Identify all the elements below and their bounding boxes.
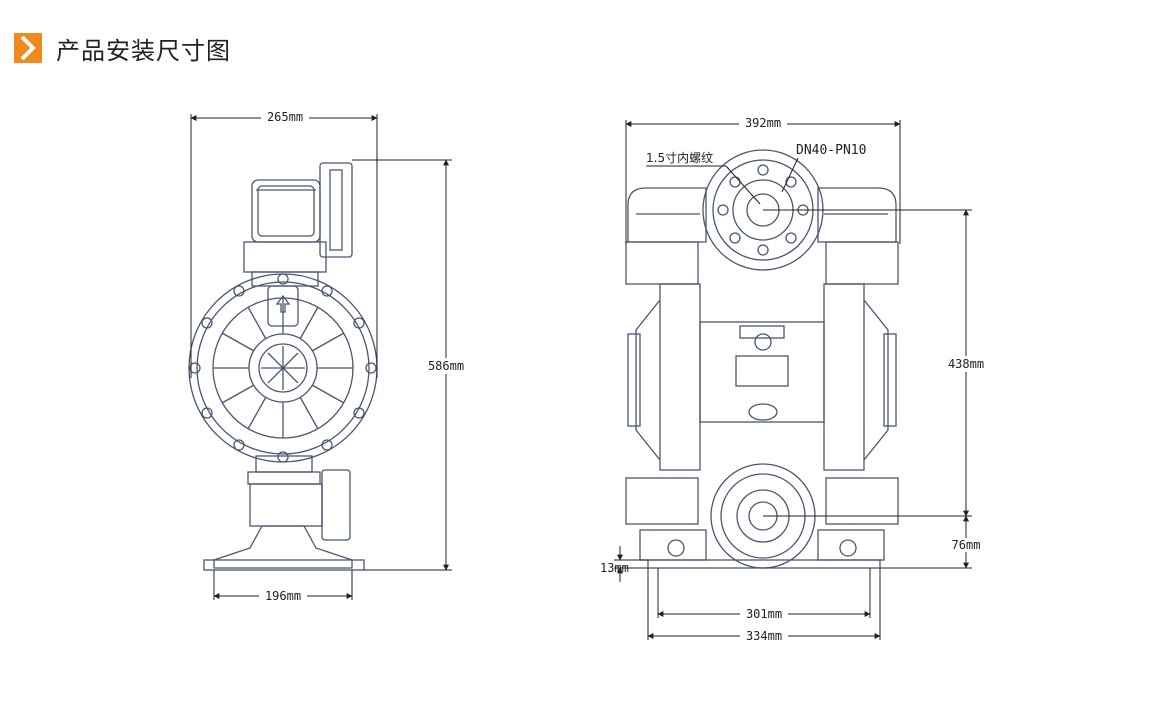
section-header: 产品安装尺寸图 bbox=[14, 30, 231, 66]
label-thread: 1.5寸内螺纹 bbox=[646, 151, 713, 165]
page-title: 产品安装尺寸图 bbox=[56, 36, 231, 65]
dim-base-outer: 334mm bbox=[746, 629, 782, 643]
label-flange: DN40-PN10 bbox=[796, 143, 866, 158]
front-view-dims bbox=[614, 120, 972, 640]
chevron-right-icon bbox=[14, 33, 42, 63]
dim-outlet-height: 76mm bbox=[952, 538, 981, 552]
dim-front-height: 438mm bbox=[948, 357, 984, 371]
front-view bbox=[625, 149, 899, 569]
dim-front-width: 392mm bbox=[745, 116, 781, 130]
dim-side-base: 196mm bbox=[265, 589, 301, 603]
dim-side-width: 265mm bbox=[267, 110, 303, 124]
dim-base-inner: 301mm bbox=[746, 607, 782, 621]
dim-base-height: 13mm bbox=[600, 561, 629, 575]
dim-side-height: 586mm bbox=[428, 359, 464, 373]
side-view bbox=[188, 162, 378, 571]
